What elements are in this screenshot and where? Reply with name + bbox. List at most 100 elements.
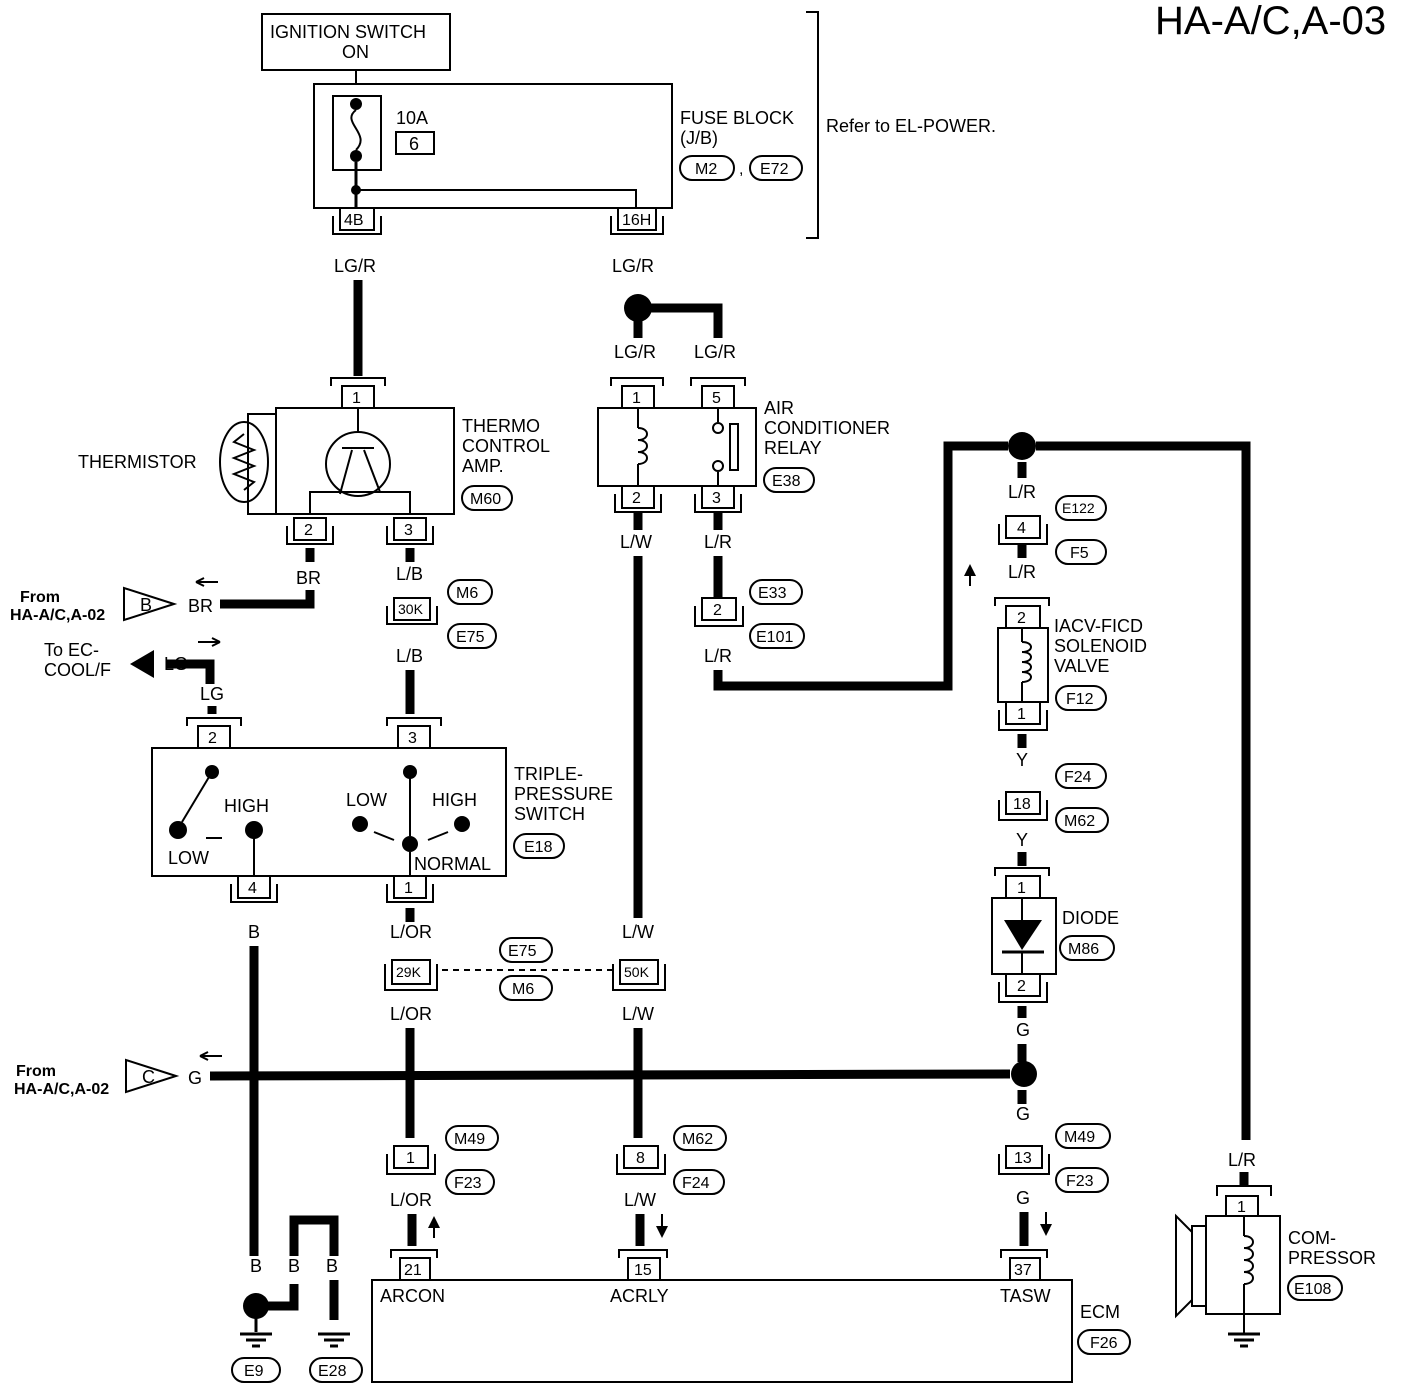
- offpage-c-from: From: [16, 1063, 56, 1080]
- wire-label-lgr-1: LG/R: [334, 256, 376, 276]
- thermo-terminal-1: 1: [352, 390, 361, 407]
- offpage-arrow-ec: [130, 650, 154, 678]
- fuse-block-sub: (J/B): [680, 128, 718, 148]
- compressor: 1 COM- PRESSOR E108: [1175, 1185, 1376, 1348]
- fuse-rating: 10A: [396, 108, 428, 128]
- iacv-terminal-2: 2: [1017, 610, 1026, 627]
- conn-f23-b: F23: [1066, 1173, 1094, 1190]
- ecm: 21 15 37 ARCON ACRLY TASW ECM F26: [371, 1249, 1131, 1383]
- comp-conn: E108: [1294, 1281, 1331, 1298]
- iacv-title-3: VALVE: [1054, 656, 1109, 676]
- relay-terminal-5: 5: [712, 390, 721, 407]
- offpage-ec-dest: COOL/F: [44, 660, 111, 680]
- wire-label-b-4: B: [326, 1256, 338, 1276]
- m62-terminal-8: 8: [636, 1150, 645, 1167]
- wire-label-lr-4: L/R: [1008, 562, 1036, 582]
- ignition-switch-label: IGNITION SWITCH: [270, 22, 426, 42]
- thermo-control-amp: 1 THERMISTOR THERMO CONTROL AMP. M60 2 3: [78, 377, 550, 545]
- conn-e75-b: E75: [508, 943, 537, 960]
- ignition-switch-box: IGNITION SWITCH ON: [261, 13, 451, 71]
- ps-high-right: HIGH: [432, 790, 477, 810]
- wire-label-lw-4: L/W: [624, 1190, 656, 1210]
- offpage-ec-to: To EC-: [44, 640, 99, 660]
- triple-pressure-switch: 2 3 HIGH LOW LOW HIGH NORMAL TRIPLE- PRE…: [151, 717, 613, 903]
- thermo-title-3: AMP.: [462, 456, 504, 476]
- ps-title-2: PRESSURE: [514, 784, 613, 804]
- iacv-ficd-solenoid-valve: 2 1 IACV-FICD SOLENOID VALVE F12: [994, 597, 1147, 731]
- ecm-terminal-37: 37: [1014, 1262, 1032, 1279]
- ps-terminal-3: 3: [408, 730, 417, 747]
- ecm-pin-arcon: ARCON: [380, 1286, 445, 1306]
- wire-label-lr-1: L/R: [704, 532, 732, 552]
- wire-label-g-4: G: [1016, 1188, 1030, 1208]
- terminal-4b: 4B: [344, 212, 364, 229]
- wire-label-lgr-3: LG/R: [614, 342, 656, 362]
- wire-label-lr-5: L/R: [1228, 1150, 1256, 1170]
- conn-e122: E122: [1062, 500, 1095, 516]
- wire-label-y-1: Y: [1016, 750, 1028, 770]
- wire-label-g-2: G: [188, 1068, 202, 1088]
- wire-label-lr-3: L/R: [1008, 482, 1036, 502]
- wire-label-lor-2: L/OR: [390, 1004, 432, 1024]
- wire-label-br-1: BR: [296, 568, 321, 588]
- wire-label-g-3: G: [1016, 1104, 1030, 1124]
- conn-f23-a: F23: [454, 1175, 482, 1192]
- m49-terminal-13: 13: [1014, 1150, 1032, 1167]
- refer-note: Refer to EL-POWER.: [826, 116, 996, 136]
- relay-terminal-3: 3: [712, 490, 721, 507]
- thermo-conn: M60: [470, 491, 501, 508]
- conn-m6-b: M6: [512, 981, 534, 998]
- conn-f24-b: F24: [682, 1175, 710, 1192]
- wire-label-lb-1: L/B: [396, 564, 423, 584]
- conn-m62-b: M62: [682, 1131, 713, 1148]
- wire-label-b-2: B: [250, 1256, 262, 1276]
- junction-50k: 50K: [624, 964, 650, 980]
- wire-label-lor-3: L/OR: [390, 1190, 432, 1210]
- ignition-switch-state: ON: [342, 42, 369, 62]
- wire-label-lg-1: LG: [164, 654, 188, 674]
- fuse-block-conn-m2: M2: [695, 161, 717, 178]
- conn-e28: E28: [318, 1363, 347, 1380]
- air-conditioner-relay: 1 5 AIR CONDITIONER RELAY E38 2 3: [597, 377, 890, 513]
- conn-e101: E101: [756, 629, 793, 646]
- offpage-c-letter: C: [142, 1067, 155, 1087]
- relay-terminal-2: 2: [632, 490, 641, 507]
- fuse-number: 6: [409, 134, 419, 154]
- fuse-block: 10A 6 FUSE BLOCK (J/B) M2 , E72: [313, 83, 803, 209]
- thermo-title-2: CONTROL: [462, 436, 550, 456]
- offpage-b-letter: B: [140, 595, 152, 615]
- thermo-terminal-2: 2: [304, 522, 313, 539]
- ecm-pin-tasw: TASW: [1000, 1286, 1051, 1306]
- e33-terminal-2: 2: [713, 602, 722, 619]
- fuse-block-sep: ,: [739, 161, 743, 178]
- ecm-title: ECM: [1080, 1302, 1120, 1322]
- fuse-block-title: FUSE BLOCK: [680, 108, 794, 128]
- page-code: HA-A/C,A-03: [1155, 0, 1386, 43]
- offpage-b-source: HA-A/C,A-02: [10, 607, 105, 624]
- conn-m49-b: M49: [1064, 1129, 1095, 1146]
- thermo-title-1: THERMO: [462, 416, 540, 436]
- wire-label-lgr-4: LG/R: [694, 342, 736, 362]
- wire-label-lg-2: LG: [200, 684, 224, 704]
- ps-terminal-2: 2: [208, 730, 217, 747]
- ps-terminal-4: 4: [248, 880, 257, 897]
- relay-terminal-1: 1: [632, 390, 641, 407]
- comp-title-2: PRESSOR: [1288, 1248, 1376, 1268]
- ps-high-left: HIGH: [224, 796, 269, 816]
- e122-terminal-4: 4: [1017, 520, 1026, 537]
- comp-terminal-1: 1: [1237, 1199, 1246, 1216]
- wire-label-b-3: B: [288, 1256, 300, 1276]
- ecm-terminal-21: 21: [404, 1262, 422, 1279]
- junction-30k: 30K: [398, 601, 424, 617]
- iacv-title-1: IACV-FICD: [1054, 616, 1143, 636]
- wire-label-b-1: B: [248, 922, 260, 942]
- diode-conn: M86: [1068, 941, 1099, 958]
- ps-normal: NORMAL: [414, 854, 491, 874]
- diode-title: DIODE: [1062, 908, 1119, 928]
- relay-conn: E38: [772, 473, 801, 490]
- wire-label-lr-2: L/R: [704, 646, 732, 666]
- conn-f5: F5: [1070, 545, 1089, 562]
- ecm-terminal-15: 15: [634, 1262, 652, 1279]
- relay-title-1: AIR: [764, 398, 794, 418]
